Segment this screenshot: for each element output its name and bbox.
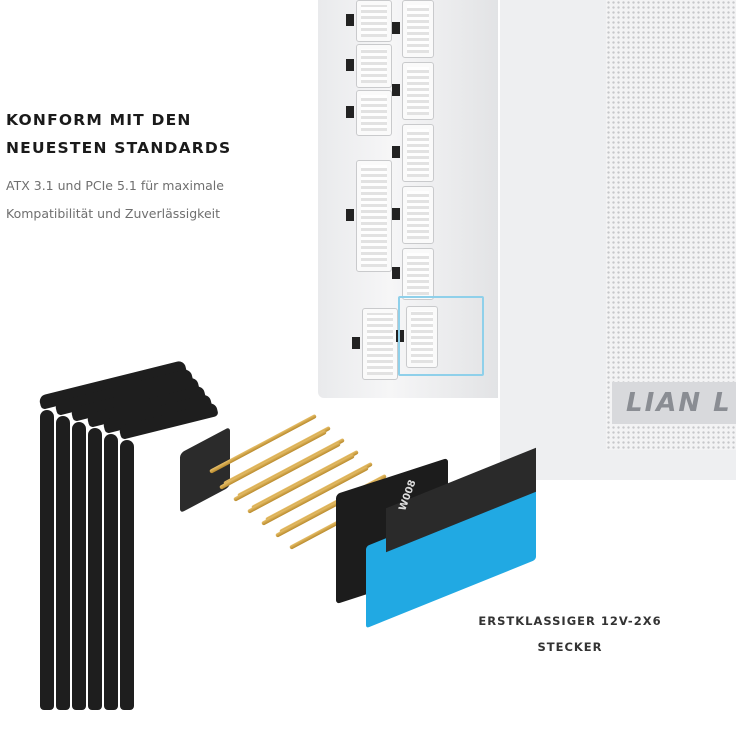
caption-line-2: STECKER bbox=[537, 640, 603, 654]
headline-line-2: NEUESTEN STANDARDS bbox=[6, 139, 232, 157]
port-latch bbox=[392, 267, 400, 279]
psu-port bbox=[402, 62, 434, 120]
port-latch bbox=[392, 208, 400, 220]
psu-port bbox=[362, 308, 398, 380]
case-logo: LIAN L bbox=[612, 382, 736, 424]
description-line-1: ATX 3.1 und PCIe 5.1 für maximale bbox=[6, 178, 224, 193]
port-latch bbox=[346, 106, 354, 118]
psu-port bbox=[356, 44, 392, 88]
port-latch bbox=[346, 209, 354, 221]
psu-port bbox=[402, 186, 434, 244]
port-latch bbox=[346, 14, 354, 26]
port-latch bbox=[346, 59, 354, 71]
psu-port bbox=[356, 90, 392, 136]
cable-wire bbox=[72, 422, 86, 710]
headline: KONFORM MIT DEN NEUESTEN STANDARDS bbox=[6, 106, 231, 162]
12v-2x6-port-highlight bbox=[398, 296, 484, 376]
cable-wire bbox=[120, 440, 134, 710]
psu-port bbox=[356, 0, 392, 42]
psu-port bbox=[402, 124, 434, 182]
cable-wire bbox=[104, 434, 118, 710]
caption: ERSTKLASSIGER 12V-2X6 STECKER bbox=[440, 608, 700, 660]
cable-wire bbox=[56, 416, 70, 710]
psu-port bbox=[402, 248, 434, 300]
port-latch bbox=[392, 22, 400, 34]
psu-port bbox=[406, 306, 438, 368]
headline-line-1: KONFORM MIT DEN bbox=[6, 111, 192, 129]
port-latch bbox=[352, 337, 360, 349]
port-latch bbox=[392, 84, 400, 96]
description: ATX 3.1 und PCIe 5.1 für maximale Kompat… bbox=[6, 172, 224, 228]
psu-port bbox=[402, 0, 434, 58]
case-mesh-panel bbox=[606, 0, 736, 450]
pin-holder bbox=[180, 426, 230, 514]
psu-port bbox=[356, 160, 392, 272]
description-line-2: Kompatibilität und Zuverlässigkeit bbox=[6, 206, 221, 221]
caption-line-1: ERSTKLASSIGER 12V-2X6 bbox=[478, 614, 662, 628]
cable-wire bbox=[40, 410, 54, 710]
cable-wire bbox=[88, 428, 102, 710]
port-latch bbox=[396, 330, 404, 342]
port-latch bbox=[392, 146, 400, 158]
